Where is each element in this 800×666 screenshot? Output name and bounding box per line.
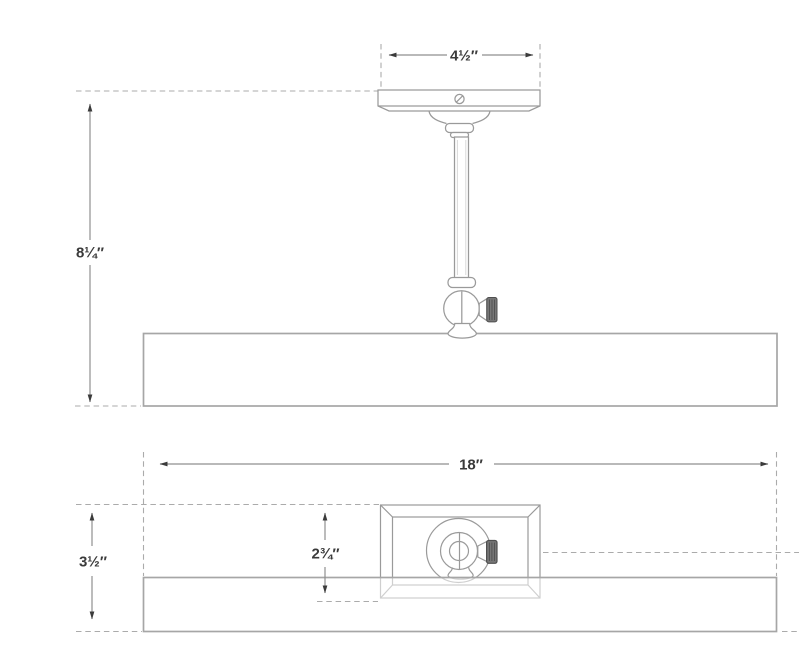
ball-joint-side xyxy=(443,290,498,339)
stem-bell xyxy=(428,110,491,125)
ceiling-canopy xyxy=(377,89,541,112)
stem-collar-lower xyxy=(447,276,477,289)
backplate-height-label: 2¾″ xyxy=(311,546,339,563)
canopy-width-label: 4½″ xyxy=(450,48,478,65)
stem-assembly xyxy=(428,110,491,289)
shade-bottom-view xyxy=(142,576,778,633)
screw-slot xyxy=(455,95,464,103)
stem-collar-upper xyxy=(444,122,475,134)
backplate-assembly xyxy=(379,504,541,578)
dimension-shade-height: 3½″ xyxy=(76,512,142,633)
shade-height-label: 3½″ xyxy=(79,554,107,571)
dimension-backplate-height: 2¾″ xyxy=(311,512,378,603)
canopy-extension-lines xyxy=(380,44,541,87)
drop-height-label: 8¼″ xyxy=(76,245,104,262)
side-elevation-view: 4½″ xyxy=(75,44,778,407)
stem-tube-highlight xyxy=(456,140,467,275)
knob-knurling-side xyxy=(489,299,495,320)
ball-foot-side xyxy=(447,322,478,339)
bottom-view: 18″ 3½″ 2¾″ xyxy=(76,452,799,633)
dimension-drop-height: 8¼″ xyxy=(75,103,141,407)
stem-tube xyxy=(453,136,470,279)
shade-width-extension-lines xyxy=(142,452,778,576)
knob-cone-side xyxy=(478,297,488,322)
shade-side-view xyxy=(142,332,778,407)
dimension-shade-width: 18″ xyxy=(142,452,778,576)
dimension-canopy-width: 4½″ xyxy=(380,44,541,87)
shade-width-label: 18″ xyxy=(459,457,483,474)
